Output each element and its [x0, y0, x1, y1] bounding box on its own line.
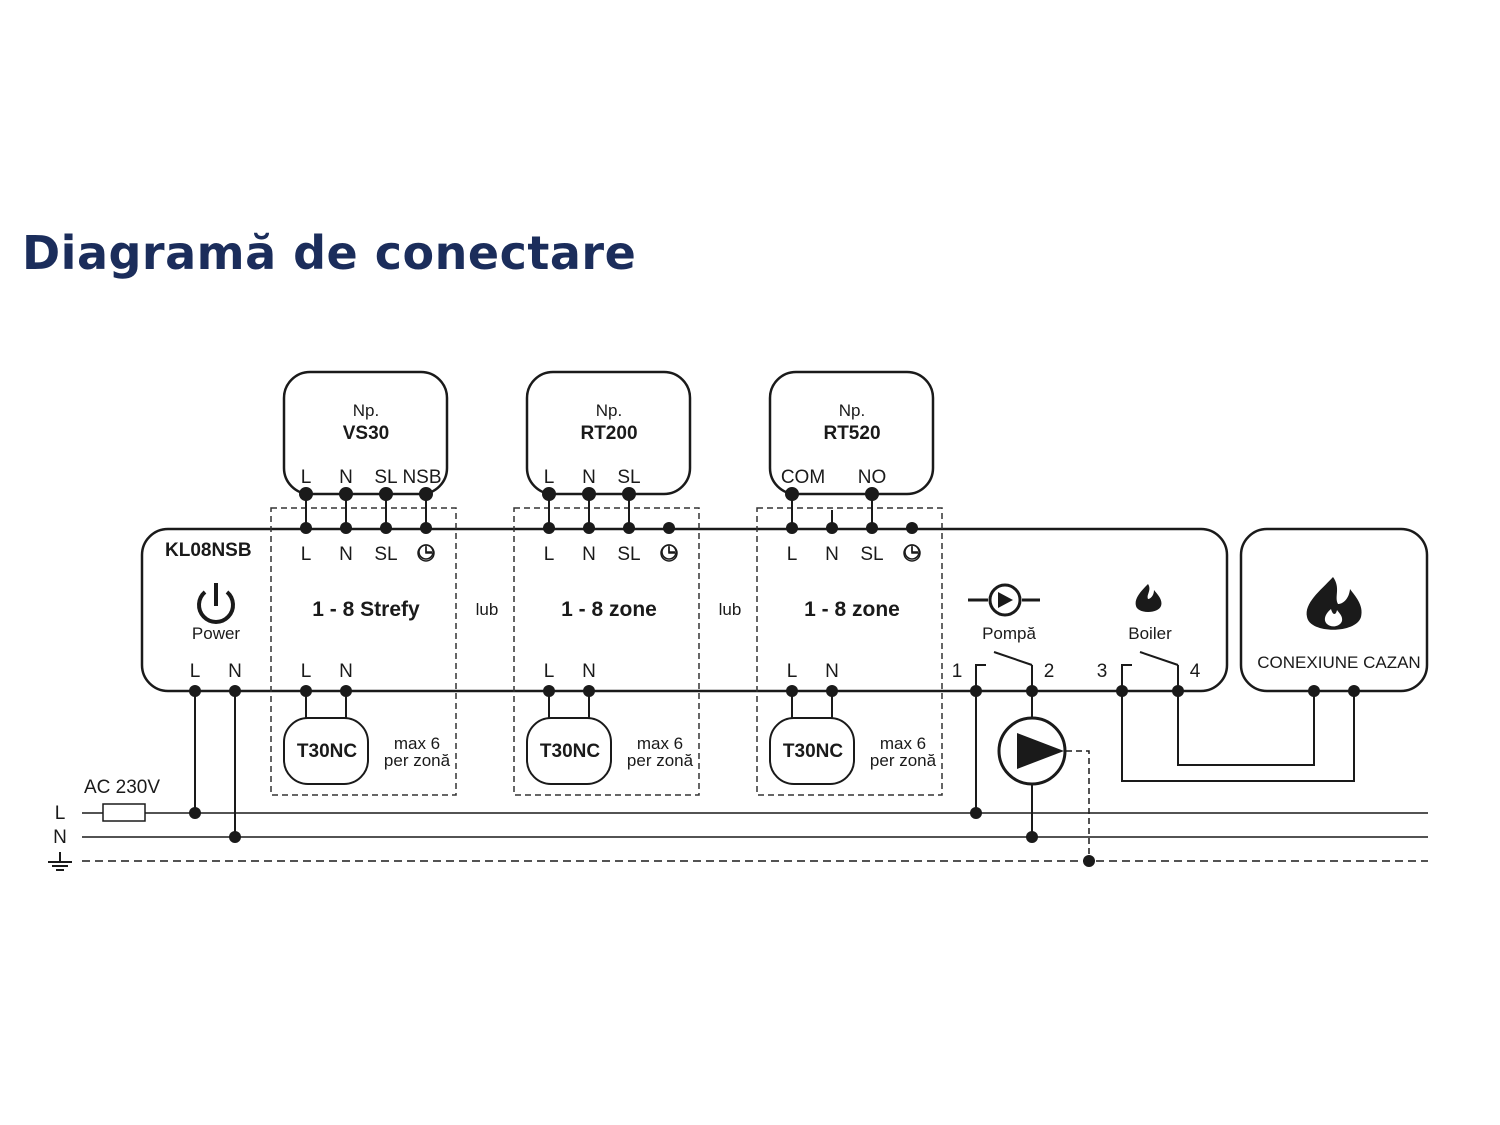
device-boxes: [282, 370, 935, 496]
pump-label: Pompă: [982, 624, 1036, 643]
device-rt200: Np. RT200 L N SL: [544, 401, 641, 488]
zone-2-labels: L N SL 1 - 8 zone L N T30NC max 6 per zo…: [540, 544, 694, 770]
device-np: Np.: [353, 401, 379, 420]
device-rt520: Np. RT520 COM NO: [781, 401, 886, 488]
pump-icon: [997, 716, 1067, 786]
fuse-icon: [102, 803, 146, 822]
controller-box: [140, 527, 1229, 693]
power-icon: [197, 583, 235, 624]
terminal-label: NSB: [402, 467, 441, 488]
device-np: Np.: [596, 401, 622, 420]
boiler-connection-label: CONEXIUNE CAZAN: [1257, 653, 1420, 672]
clock-icon: [417, 544, 435, 562]
terminal-label: COM: [781, 467, 825, 488]
sensor-model: T30NC: [297, 741, 357, 762]
clock-icon: [903, 544, 921, 562]
terminal-label: N: [582, 544, 596, 565]
sensor-model: T30NC: [540, 741, 600, 762]
terminal-label: N: [582, 661, 596, 682]
device-vs30: Np. VS30 L N SL NSB: [301, 401, 442, 488]
controller-name: KL08NSB: [165, 540, 252, 561]
power-terminal-label: N: [228, 661, 242, 682]
zone-3-labels: L N SL 1 - 8 zone L N T30NC max 6 per zo…: [783, 544, 937, 770]
zone-label: 1 - 8 Strefy: [312, 598, 420, 621]
sensor-note-line2: per zonă: [384, 751, 451, 770]
relay-number: 2: [1044, 661, 1055, 682]
sensor-note-line1: max 6: [880, 734, 926, 753]
line-label-n: N: [53, 827, 67, 848]
terminal-label: L: [544, 661, 555, 682]
device-model: RT200: [580, 423, 637, 444]
relay-contacts: [975, 651, 1179, 691]
flame-icon: [1135, 584, 1162, 612]
terminal-label: N: [825, 544, 839, 565]
terminal-label: SL: [617, 544, 640, 565]
boiler-label: Boiler: [1128, 624, 1172, 643]
boiler-flame-icon: [1306, 577, 1362, 630]
zone-1-labels: L N SL 1 - 8 Strefy L N T30NC max 6 per …: [297, 544, 451, 770]
zone-label: 1 - 8 zone: [804, 598, 900, 621]
terminal-label: L: [301, 467, 312, 488]
supply-voltage: AC 230V: [84, 777, 160, 798]
terminal-label: SL: [374, 544, 397, 565]
relay-number: 4: [1190, 661, 1201, 682]
power-terminal-label: L: [190, 661, 201, 682]
terminal-label: N: [339, 661, 353, 682]
sensor-note-line1: max 6: [394, 734, 440, 753]
terminal-label: L: [301, 544, 312, 565]
device-model: VS30: [343, 423, 389, 444]
terminal-label: L: [544, 544, 555, 565]
zone-label: 1 - 8 zone: [561, 598, 657, 621]
power-label: Power: [192, 624, 241, 643]
relay-number: 3: [1097, 661, 1108, 682]
sensor-note-line2: per zonă: [870, 751, 937, 770]
device-model: RT520: [823, 423, 880, 444]
terminal-label: N: [339, 544, 353, 565]
sensor-model: T30NC: [783, 741, 843, 762]
terminal-label: N: [339, 467, 353, 488]
terminal-label: SL: [860, 544, 883, 565]
sensor-note-line2: per zonă: [627, 751, 694, 770]
terminal-label: L: [301, 661, 312, 682]
clock-icon: [660, 544, 678, 562]
separator-label: lub: [476, 600, 499, 619]
terminal-label: N: [582, 467, 596, 488]
ground-icon: [48, 852, 72, 871]
terminal-label: SL: [617, 467, 640, 488]
line-label-l: L: [55, 803, 66, 824]
device-np: Np.: [839, 401, 865, 420]
mains-wiring: [82, 691, 1428, 862]
terminal-label: N: [825, 661, 839, 682]
terminal-label: L: [787, 661, 798, 682]
device-wires: [299, 487, 879, 528]
terminal-label: SL: [374, 467, 397, 488]
terminal-dots: [189, 685, 1360, 867]
terminal-label: L: [544, 467, 555, 488]
separator-label: lub: [719, 600, 742, 619]
terminal-label: L: [787, 544, 798, 565]
page-title: Diagramă de conectare: [22, 226, 637, 280]
terminal-label: NO: [858, 467, 887, 488]
relay-number: 1: [952, 661, 963, 682]
clock-icons: [417, 544, 921, 562]
sensor-note-line1: max 6: [637, 734, 683, 753]
pump-symbol-icon: [968, 583, 1040, 617]
